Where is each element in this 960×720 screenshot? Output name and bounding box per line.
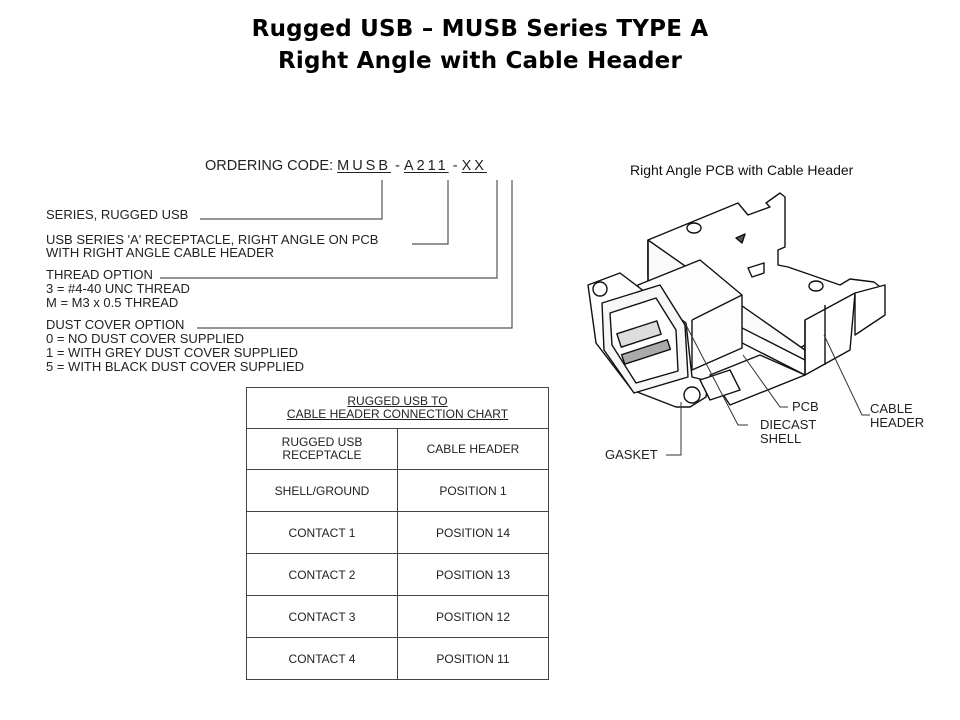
leader-type [412,180,449,245]
cell-header: POSITION 12 [397,595,549,638]
column-header-receptacle: RUGGED USB RECEPTACLE [246,428,398,470]
drawing-caption: Right Angle PCB with Cable Header [630,162,854,178]
cable-header-latch [854,284,886,336]
code-segment-series: MUSB [337,158,392,174]
leader-pcb [742,354,788,408]
cell-receptacle: CONTACT 2 [246,553,398,596]
option-dust-value: 0 = NO DUST COVER SUPPLIED [46,331,245,346]
callout-diecast-line1: DIECAST [760,417,817,432]
slide-title-line1: Rugged USB – MUSB Series TYPE A [251,16,709,42]
table-row: CONTACT 2 POSITION 13 [246,553,549,596]
column-header-line: RECEPTACLE [282,448,362,462]
callout-diecast-shell: DIECAST SHELL [760,418,816,446]
code-separator: - [448,158,462,174]
flange-hole [592,281,608,297]
connection-chart-table: RUGGED USB TO CABLE HEADER CONNECTION CH… [246,387,549,680]
flange-hole [683,386,701,404]
leader-gasket [666,402,682,456]
table-row: SHELL/GROUND POSITION 1 [246,469,549,512]
option-series: SERIES, RUGGED USB [46,207,189,222]
chart-title-line2: CABLE HEADER CONNECTION CHART [286,407,509,421]
cell-header: POSITION 1 [397,469,549,512]
table-row: CONTACT 3 POSITION 12 [246,595,549,638]
table-row: CONTACT 4 POSITION 11 [246,637,549,680]
connection-chart-title: RUGGED USB TO CABLE HEADER CONNECTION CH… [246,387,549,429]
option-thread-value: M = M3 x 0.5 THREAD [46,295,179,310]
connector-line-drawing [587,192,886,456]
option-dust-title: DUST COVER OPTION [46,317,185,332]
cell-receptacle: CONTACT 3 [246,595,398,638]
callout-pcb: PCB [792,399,819,414]
leader-diecast-shell [685,324,748,426]
chart-title-line1: RUGGED USB TO [347,394,448,408]
column-header-line: RUGGED USB [281,435,363,449]
callout-cable-header: CABLE HEADER [870,402,924,430]
option-thread-title: THREAD OPTION [46,267,153,282]
table-row: CONTACT 1 POSITION 14 [246,511,549,554]
code-separator: - [391,158,404,174]
ordering-code: ORDERING CODE: MUSB - A211 - XX [205,158,487,174]
column-header-cable-header: CABLE HEADER [397,428,549,470]
option-type-line2: WITH RIGHT ANGLE CABLE HEADER [46,245,275,260]
code-segment-type: A211 [403,158,449,174]
callout-gasket: GASKET [605,447,658,462]
option-dust-value: 1 = WITH GREY DUST COVER SUPPLIED [46,345,298,360]
leader-series [200,180,383,220]
cell-receptacle: CONTACT 4 [246,637,398,680]
leader-thread [160,180,498,279]
callout-diecast-line2: SHELL [760,431,802,446]
cell-header: POSITION 14 [397,511,549,554]
code-segment-thread: X [461,158,475,174]
option-thread-value: 3 = #4-40 UNC THREAD [46,281,190,296]
slide-title-line2: Right Angle with Cable Header [278,48,682,74]
cell-receptacle: CONTACT 1 [246,511,398,554]
cell-header: POSITION 11 [397,637,549,680]
cell-header: POSITION 13 [397,553,549,596]
ordering-code-label: ORDERING CODE: [205,158,338,174]
cell-receptacle: SHELL/GROUND [246,469,398,512]
leader-cable-header [823,334,870,416]
callout-cable-header-line2: HEADER [870,415,925,430]
mounting-hole [686,222,702,234]
code-segment-dust: X [474,158,487,174]
mounting-hole [808,280,824,292]
callout-cable-header-line1: CABLE [870,401,913,416]
option-dust-value: 5 = WITH BLACK DUST COVER SUPPLIED [46,359,305,374]
